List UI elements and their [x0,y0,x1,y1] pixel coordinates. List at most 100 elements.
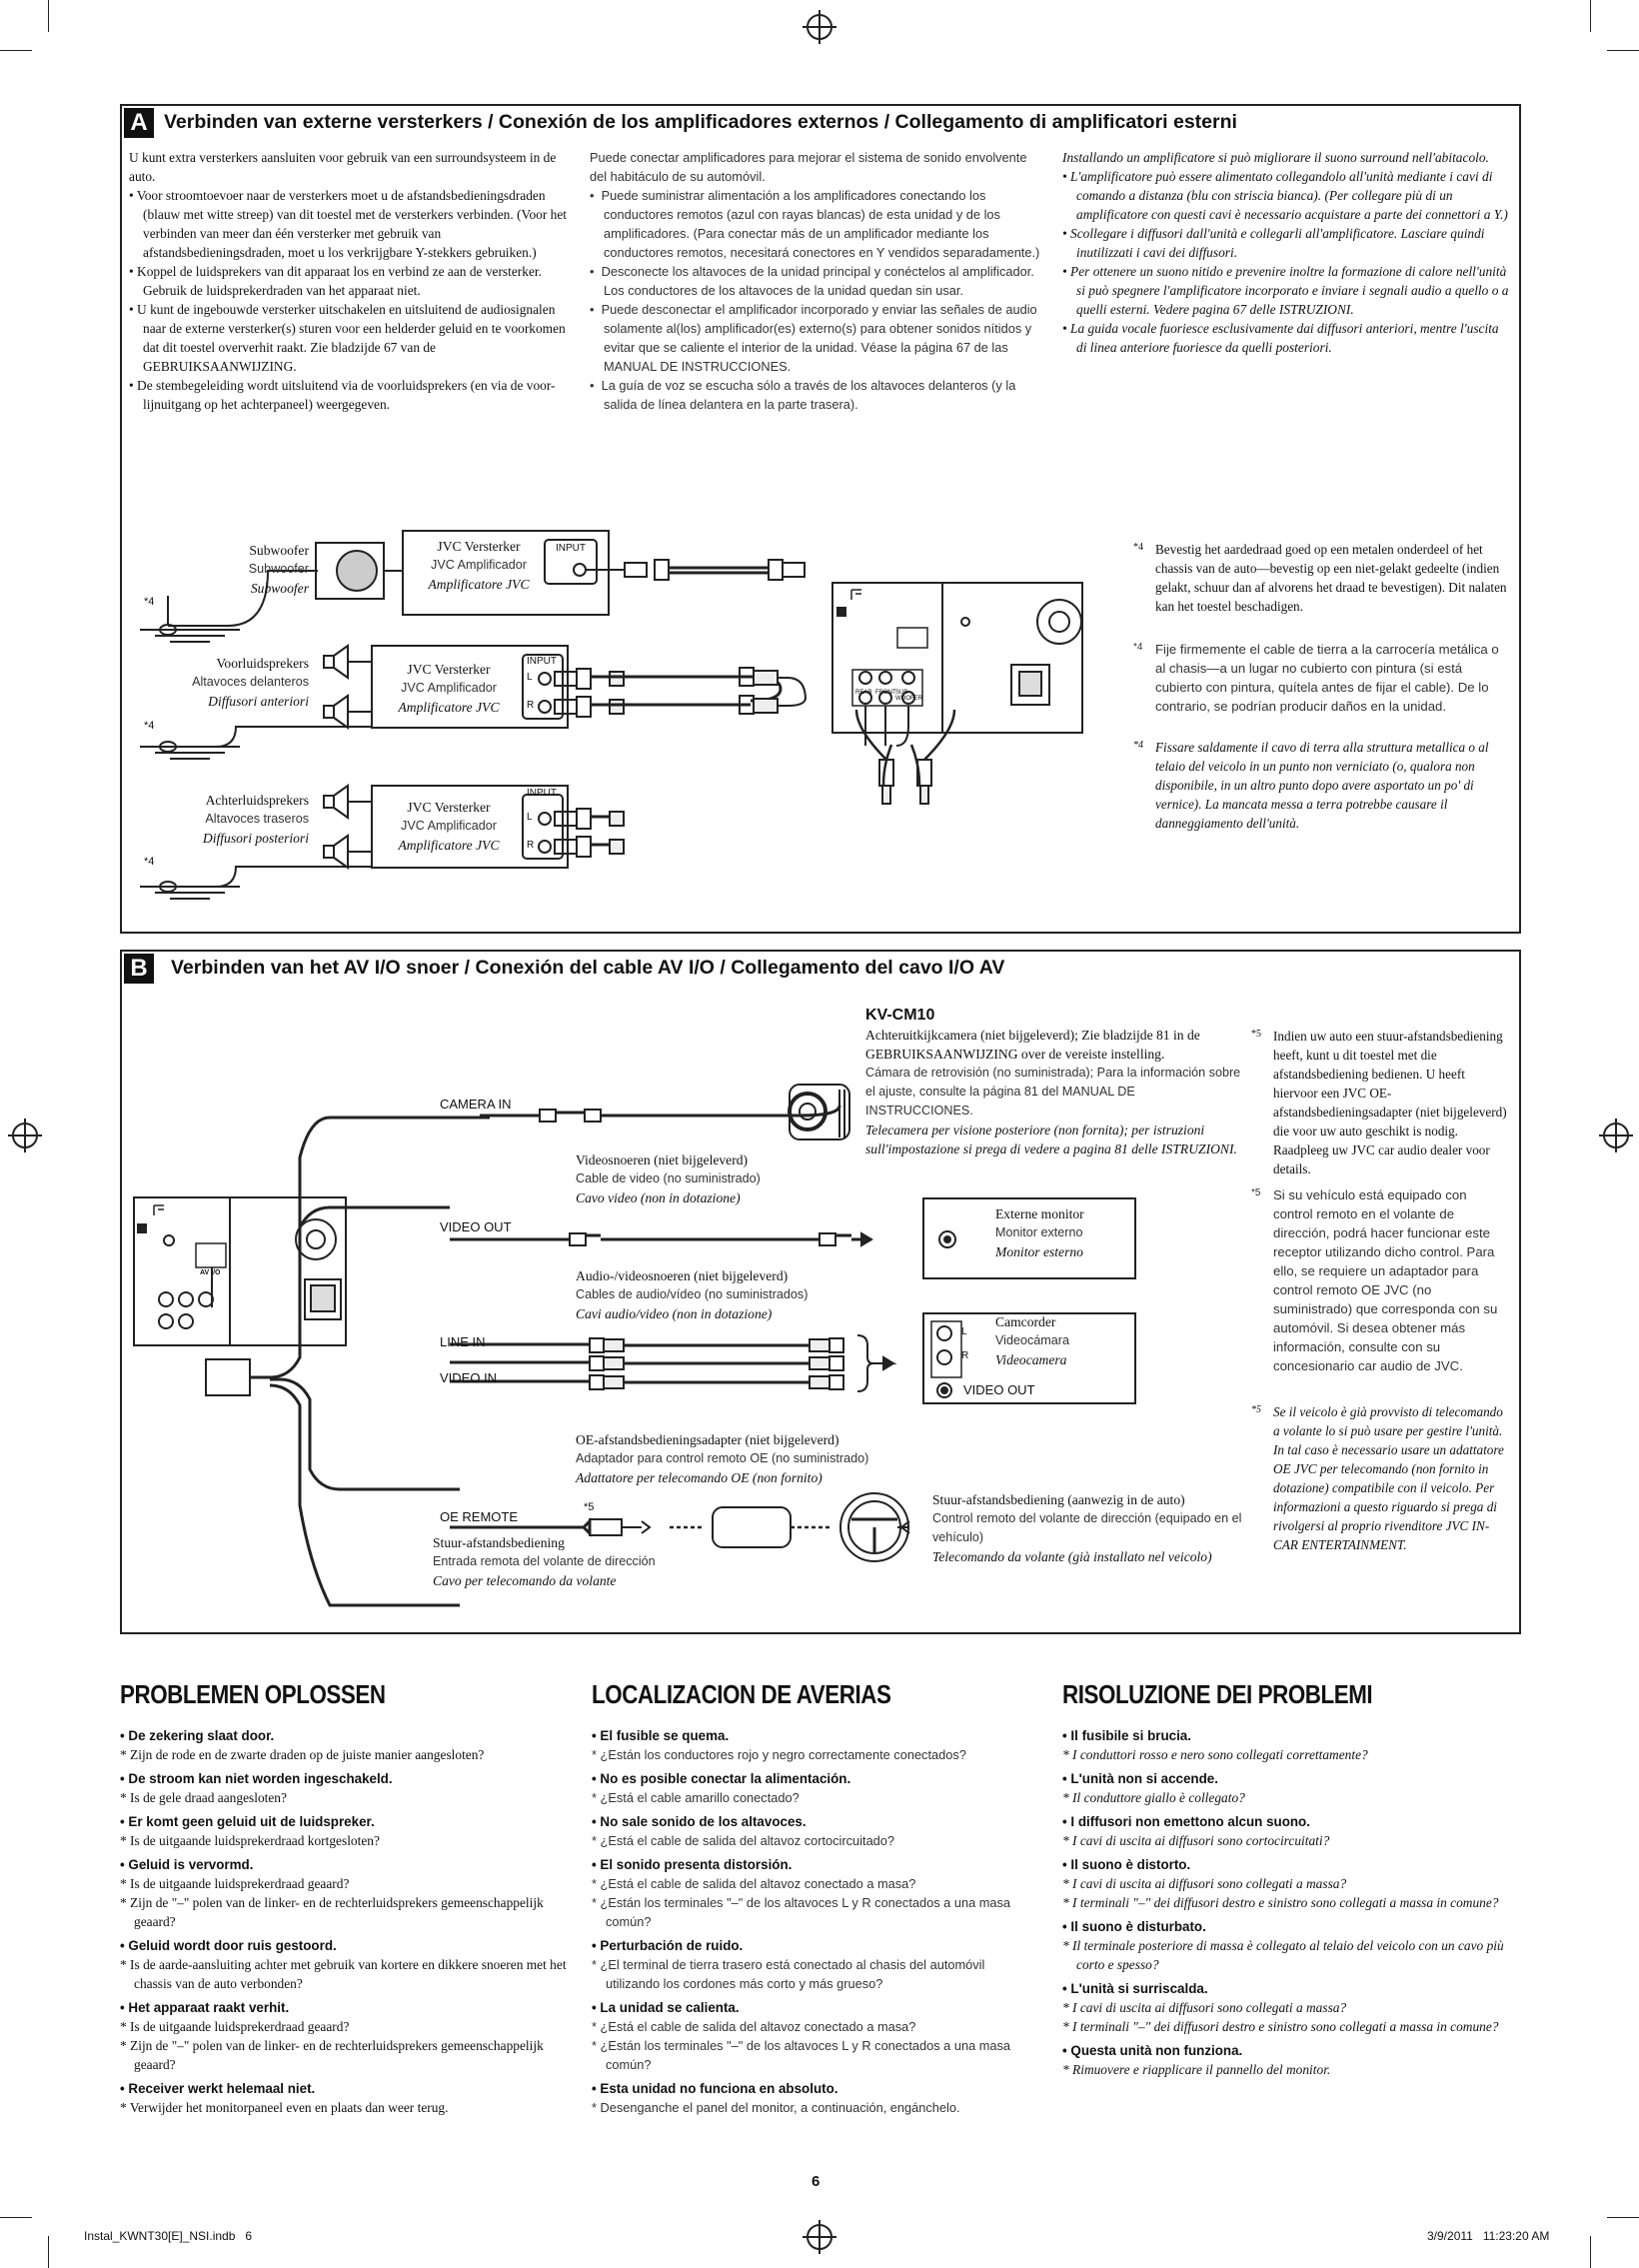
r-tag: R [527,700,535,711]
camcorder-l: L [961,1326,967,1337]
es-bullet: • Puede desconectar el amplificador inco… [590,302,1037,374]
nl-bullet: • Koppel de luidsprekers van dit apparaa… [129,264,542,298]
problem: Receiver werkt helemaal niet. [120,2079,570,2098]
problem: Geluid is vervormd. [120,1855,570,1874]
problem: Het apparaat raakt verhit. [120,1998,570,2017]
solution: I terminali "–" dei diffusori destro e s… [1062,2017,1517,2036]
it-bullet: • La guida vocale fuoriesce esclusivamen… [1062,321,1499,355]
av-cable-label: Audio-/videosnoeren (niet bijgeleverd) C… [576,1268,809,1321]
section-a-badge: A [124,108,154,138]
nl-bullet: • De stembegeleiding wordt uitsluitend v… [129,378,556,412]
problem: Questa unità non funziona. [1062,2041,1517,2060]
solution: ¿Está el cable de salida del altavoz cor… [592,1831,1041,1850]
problem: L'unità si surriscalda. [1062,1979,1517,1998]
solution: Desenganche el panel del monitor, a cont… [592,2098,1041,2117]
solution: ¿Están los conductores rojo y negro corr… [592,1745,1041,1764]
video-in-label: VIDEO IN [440,1370,498,1385]
camera-in-label: CAMERA IN [440,1097,512,1112]
solution: ¿Está el cable amarillo conectado? [592,1788,1041,1807]
problem: El fusible se quema. [592,1726,1041,1745]
solution: Verwijder het monitorpaneel even en plaa… [120,2098,570,2117]
problem: Perturbación de ruido. [592,1936,1041,1955]
rear-speakers-label: Achterluidsprekers Altavoces traseros Di… [202,793,309,846]
problem: Esta unidad no funciona en absoluto. [592,2079,1041,2098]
solution: Il conduttore giallo è collegato? [1062,1788,1517,1807]
video-cable-label: Videosnoeren (niet bijgeleverd) Cable de… [576,1152,761,1205]
oe-adapter-label: OE-afstandsbedieningsadapter (niet bijge… [576,1432,869,1485]
star5-mark: *5 [584,1501,595,1513]
registration-mark-bottom [803,2220,836,2254]
input-tag-rear: INPUT [527,788,557,799]
section-a-title: Verbinden van externe versterkers / Cone… [164,111,1237,133]
video-out-label: VIDEO OUT [440,1219,512,1234]
steering-input-label: Stuur-afstandsbediening Entrada remota d… [433,1535,656,1588]
it-bullet: • Per ottenere un suono nitido e preveni… [1062,264,1509,317]
problem: No es posible conectar la alimentación. [592,1769,1041,1788]
input-tag-sub: INPUT [556,543,586,554]
oe-remote-label: OE REMOTE [440,1509,519,1524]
amp-front-label: JVC Versterker JVC Amplificador Amplific… [398,662,500,715]
solution: Zijn de "–" polen van de linker- en de r… [120,1893,570,1931]
subwoofer-label: Subwoofer Subwoofer Subwoofer [248,543,309,596]
input-tag-front: INPUT [527,656,557,667]
nl-bullet: • Voor stroomtoevoer naar de versterkers… [129,188,568,260]
it-bullet: • Scollegare i diffusori dall'unità e co… [1062,226,1485,260]
rear-out-label: REAR [855,690,872,696]
solution: Is de gele draad aangesloten? [120,1788,570,1807]
front-out-label: FRONT [875,690,896,696]
solution: I conduttori rosso e nero sono collegati… [1062,1745,1517,1764]
problem: La unidad se calienta. [592,1998,1041,2017]
solution: Is de uitgaande luidsprekerdraad kortges… [120,1831,570,1850]
line-in-label: LINE IN [440,1334,486,1349]
problem: No sale sonido de los altavoces. [592,1812,1041,1831]
es-bullet: • La guía de voz se escucha sólo a travé… [590,378,1016,412]
solution: ¿Está el cable de salida del altavoz con… [592,2017,1041,2036]
page-number: 6 [812,2173,820,2190]
section-b-badge: B [124,954,154,984]
es-bullet: • Desconecte los altavoces de la unidad … [590,264,1034,298]
ground-mark: *4 [144,720,155,732]
problem: Il fusibile si brucia. [1062,1726,1517,1745]
troubleshooting-nl: De zekering slaat door. Zijn de rode en … [120,1721,570,2117]
camcorder-video-out: VIDEO OUT [963,1382,1035,1397]
section-a-frame [120,104,1521,934]
footer-timestamp: 3/9/2011 11:23:20 AM [1427,2229,1550,2243]
section-a-nl-text: U kunt extra versterkers aansluiten voor… [129,148,571,414]
solution: ¿Está el cable de salida del altavoz con… [592,1874,1041,1893]
registration-mark-left [8,1119,42,1152]
solution: Is de uitgaande luidsprekerdraad geaard? [120,1874,570,1893]
camera-description: Achteruitkijkcamera (niet bijgeleverd); … [865,1028,1241,1156]
nl-bullet: • U kunt de ingebouwde versterker uitsch… [129,302,566,374]
registration-mark-top [803,10,836,44]
solution: Is de aarde-aansluiting achter met gebru… [120,1955,570,1993]
it-bullet: • L'amplificatore può essere alimentato … [1062,169,1508,222]
r-tag: R [527,840,535,851]
troubleshooting-it: Il fusibile si brucia. I conduttori ross… [1062,1721,1517,2079]
camcorder-r: R [961,1350,969,1361]
registration-mark-right [1599,1119,1633,1152]
footer-file: Instal_KWNT30[E]_NSI.indb 6 [84,2229,253,2243]
section-a-it-text: Installando un amplificatore si può migl… [1062,150,1509,355]
solution: ¿Están los terminales "–" de los altavoc… [592,2036,1041,2074]
solution: Zijn de rode en de zwarte draden op de j… [120,1745,570,1764]
solution: I cavi di uscita ai diffusori sono corto… [1062,1831,1517,1850]
l-tag: L [527,672,533,683]
external-monitor-label: Externe monitor Monitor externo Monitor … [995,1206,1084,1259]
section-b-frame [120,950,1521,1634]
solution: I terminali "–" dei diffusori destro e s… [1062,1893,1517,1912]
solution: Rimuovere e riapplicare il pannello del … [1062,2060,1517,2079]
av-io-label: AV I/O [200,1269,221,1276]
problem: El sonido presenta distorsión. [592,1855,1041,1874]
steering-remote-label: Stuur-afstandsbediening (aanwezig in de … [932,1492,1242,1564]
problem: Er komt geen geluid uit de luidspreker. [120,1812,570,1831]
problem: I diffusori non emettono alcun suono. [1062,1812,1517,1831]
solution: I cavi di uscita ai diffusori sono colle… [1062,1998,1517,2017]
troubleshooting-es: El fusible se quema. ¿Están los conducto… [592,1721,1041,2117]
amp-sub-label: JVC Versterker JVC Amplificador Amplific… [428,539,530,592]
ground-mark: *4 [144,856,155,868]
problem: L'unità non si accende. [1062,1769,1517,1788]
